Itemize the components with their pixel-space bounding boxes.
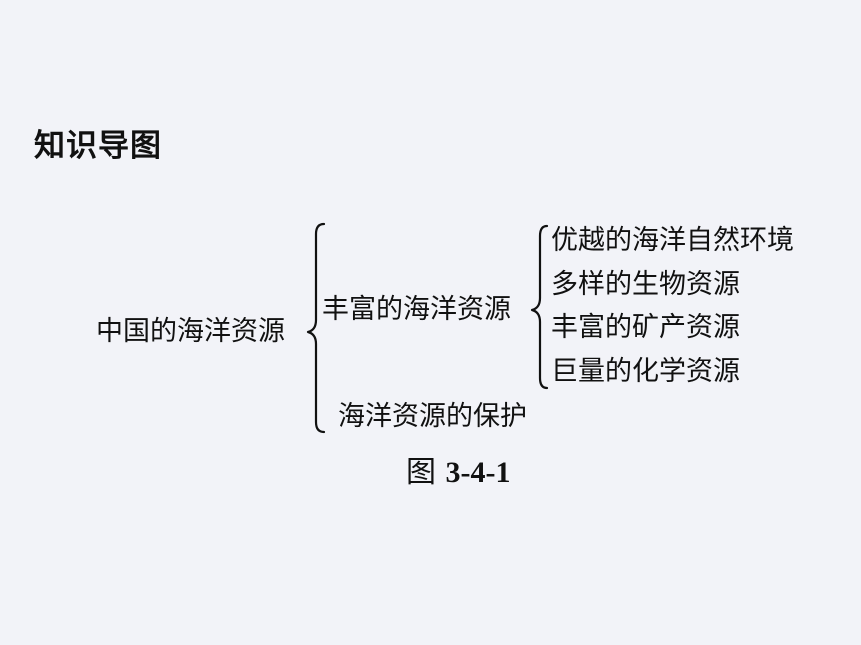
branch-node-protection: 海洋资源的保护 (338, 401, 527, 432)
leaf-node-environment: 优越的海洋自然环境 (551, 225, 794, 256)
leaf-node-mineral: 丰富的矿产资源 (551, 312, 740, 343)
branch-brace (530, 224, 549, 390)
leaf-node-biological: 多样的生物资源 (551, 269, 740, 300)
root-node: 中国的海洋资源 (96, 316, 285, 347)
root-brace (306, 222, 326, 434)
figure-caption-number: 3-4-1 (445, 456, 511, 489)
branch-node-rich-resources: 丰富的海洋资源 (322, 294, 511, 325)
figure-caption: 图 3-4-1 (406, 454, 511, 492)
leaf-node-chemical: 巨量的化学资源 (551, 356, 740, 387)
figure-caption-prefix: 图 (406, 455, 446, 490)
section-heading: 知识导图 (34, 128, 162, 164)
